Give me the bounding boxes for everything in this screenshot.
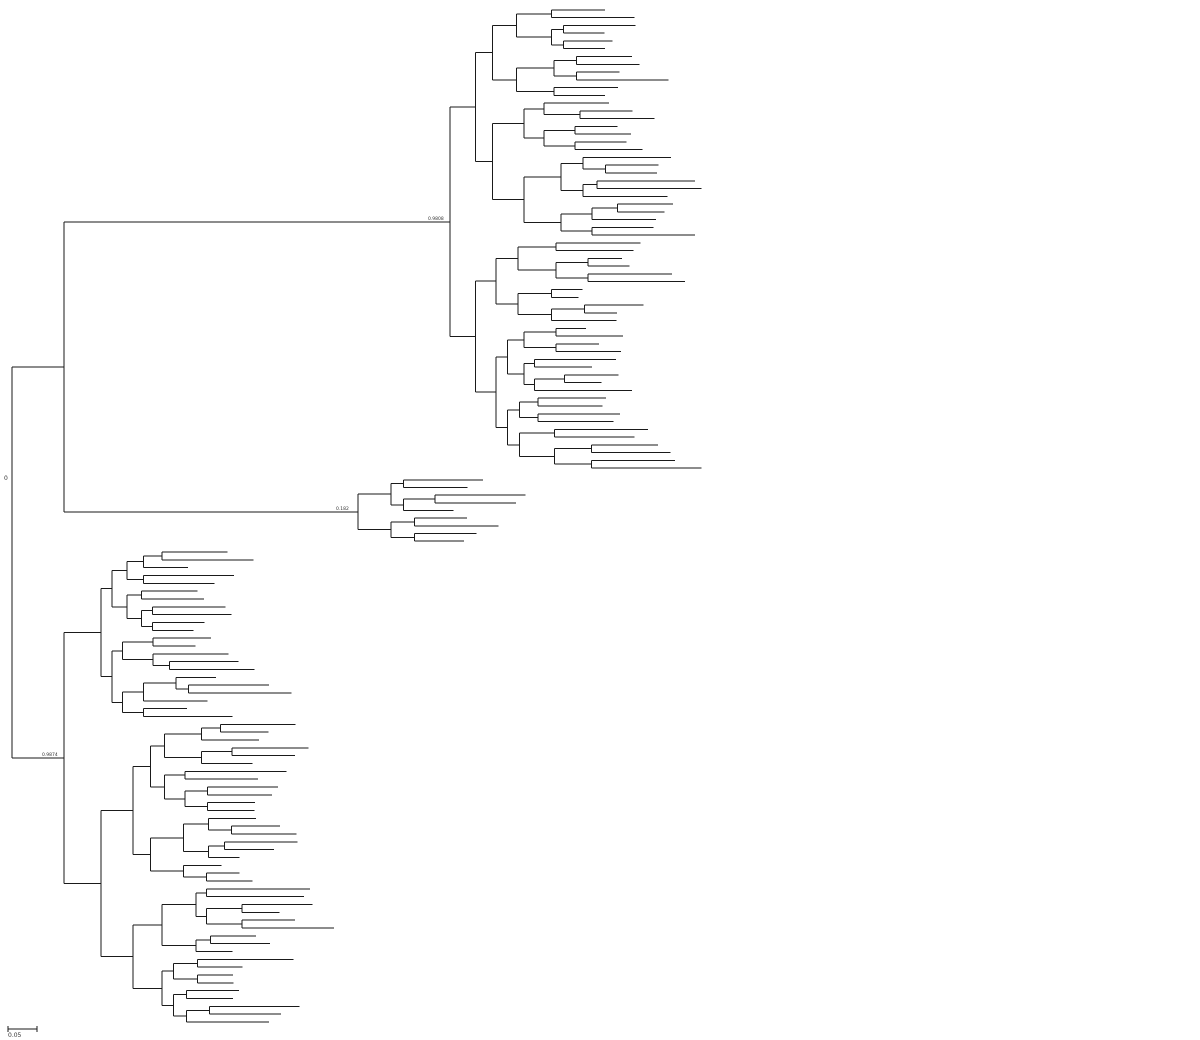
scale-bar-label: 0.05 [8, 1032, 22, 1039]
support-values: 0.9808 0.182 0.9874 [42, 216, 444, 758]
support-value: 0.9808 [428, 216, 444, 222]
tree-branches [11, 9, 702, 1023]
support-value: 0.182 [336, 506, 349, 512]
support-value: 0.9874 [42, 752, 58, 758]
root-label: 0 [4, 475, 8, 482]
scale-bar: 0.05 [7, 1026, 38, 1039]
